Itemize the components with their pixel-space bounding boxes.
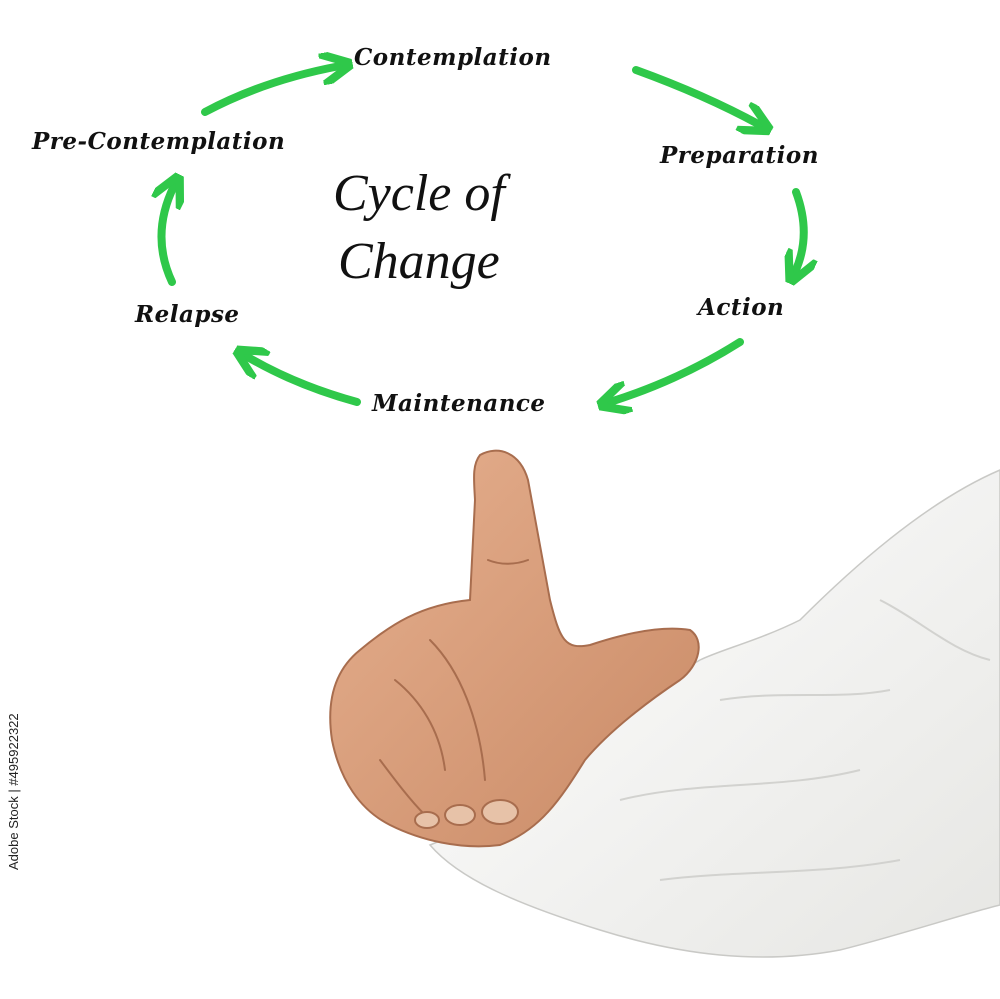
stage-label-contemplation: Contemplation <box>354 44 552 71</box>
sleeve-folds <box>619 599 991 881</box>
stock-watermark: Adobe Stock | #495922322 <box>6 713 21 870</box>
arrow-preparation-to-action <box>795 188 804 272</box>
diagram-title-line-1: Cycle of <box>333 165 505 222</box>
stage-label-maintenance: Maintenance <box>372 390 546 417</box>
diagram-title-line-2: Change <box>338 233 500 290</box>
arrow-relapse-to-precontemplation <box>161 186 174 286</box>
finger-creases <box>379 559 529 829</box>
arrow-contemplation-to-preparation <box>632 66 760 125</box>
arrow-action-to-maintenance <box>610 338 744 402</box>
stage-label-pre-contemplation: Pre-Contemplation <box>32 128 286 155</box>
stage-label-relapse: Relapse <box>135 301 240 328</box>
stage-label-action: Action <box>698 294 785 321</box>
stock-brand: Adobe Stock <box>6 796 21 870</box>
arrow-precontemplation-to-contemplation <box>201 66 340 116</box>
pointing-hand <box>329 449 700 848</box>
stage-label-preparation: Preparation <box>660 142 819 169</box>
arrow-maintenance-to-relapse <box>246 356 361 406</box>
stock-id: 495922322 <box>6 713 21 779</box>
